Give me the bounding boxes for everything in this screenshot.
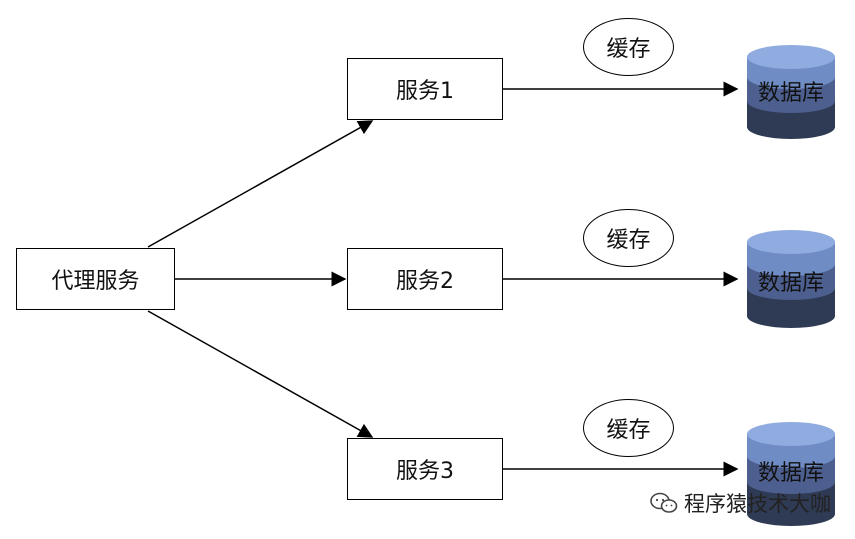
database-cylinder-2 [747,230,835,328]
database-cylinder-3 [747,422,835,526]
cache-node-2: 缓存 [583,209,674,267]
database-label-2: 数据库 [757,271,824,296]
database-cylinder-1 [747,45,835,139]
service-node-2: 服务2 [347,248,503,310]
cache-label-2: 缓存 [606,228,651,253]
watermark-text: 程序猿技术大咖 [684,492,831,516]
proxy-service-node: 代理服务 [16,248,175,310]
cache-node-3: 缓存 [583,399,674,457]
service-label-1: 服务1 [396,79,454,104]
cache-node-1: 缓存 [583,18,674,76]
edge-proxy-to-service1 [147,120,374,248]
cache-label-3: 缓存 [606,418,651,443]
cache-label-1: 缓存 [606,37,651,62]
database-label-1: 数据库 [757,81,824,106]
service-node-3: 服务3 [347,438,503,500]
edge-proxy-to-service3 [147,310,374,438]
database-label-3: 数据库 [757,461,824,486]
service-label-2: 服务2 [396,269,454,294]
service-label-3: 服务3 [396,459,454,484]
watermark: 程序猿技术大咖 [650,488,831,518]
proxy-service-label: 代理服务 [51,269,140,294]
service-node-1: 服务1 [347,58,503,120]
wechat-icon [650,492,678,513]
